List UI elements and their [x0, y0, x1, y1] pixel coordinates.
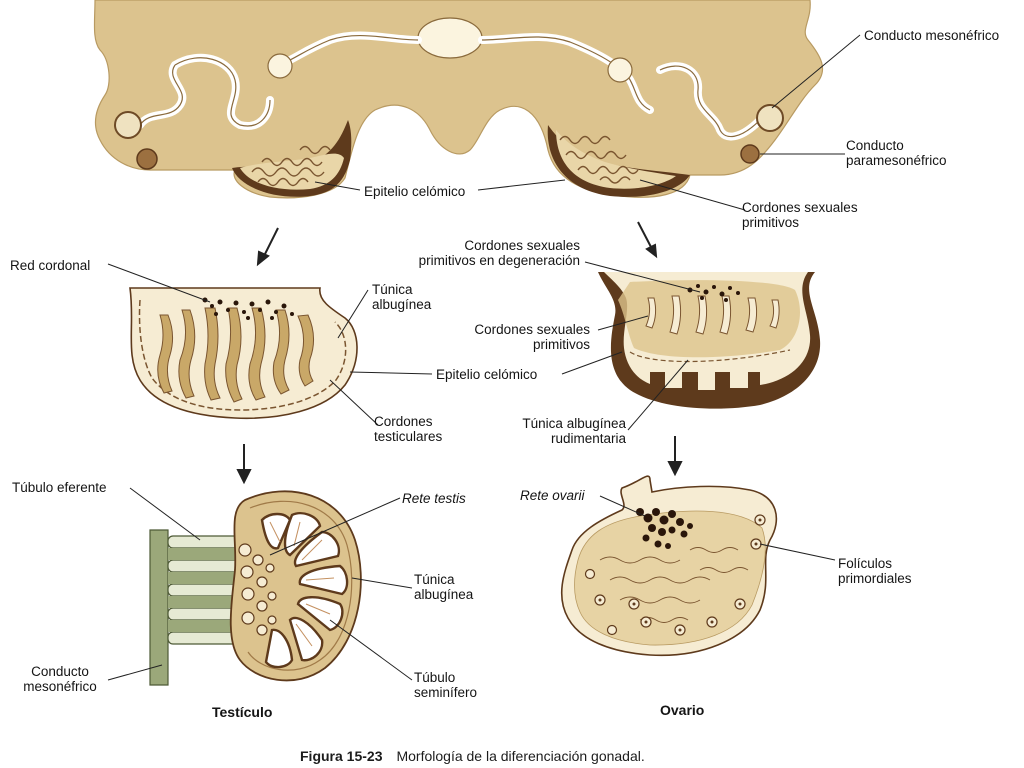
- label-red-cordonal: Red cordonal: [10, 258, 91, 273]
- right-ridge-inner: [556, 130, 676, 189]
- arrows-bottom: [236, 436, 683, 485]
- early-ovary: [561, 261, 821, 431]
- mesonephric-duct: [149, 529, 169, 686]
- label-tubulo-eferente: Túbulo eferente: [12, 480, 107, 495]
- mesonephric-duct-right: [756, 104, 784, 132]
- figure-caption: Figura 15-23 Morfología de la diferenciac…: [300, 748, 645, 764]
- label-tunica-rudimentaria-line2: rudimentaria: [550, 431, 626, 446]
- label-cordones-primitivos-top-line2: primitivos: [742, 215, 800, 230]
- degenerating-cords: [645, 295, 780, 335]
- title-ovario: Ovario: [660, 702, 705, 718]
- label-conducto-mesonefrico-top: Conducto mesonéfrico: [864, 28, 1000, 43]
- label-tunica-albuginea-bottom-line2: albugínea: [414, 587, 474, 602]
- rudimentary-albuginea: [629, 349, 791, 363]
- label-cordones-primitivos-top-line1: Cordones sexuales: [742, 200, 858, 215]
- ovary: [560, 475, 836, 657]
- label-rete-testis: Rete testis: [402, 491, 466, 506]
- tubule-inner-lumen: [269, 521, 335, 647]
- testis: [107, 487, 413, 686]
- early-testis-leaders: [107, 263, 433, 426]
- follicle-oocytes: [598, 518, 762, 632]
- efferent-tubules: [167, 535, 241, 645]
- label-foliculos-line1: Folículos: [838, 556, 893, 571]
- embryo-tissue: [93, 0, 824, 199]
- testis-leaders: [107, 487, 413, 681]
- early-ovary-leaders: [561, 261, 701, 431]
- degenerating-network: [687, 284, 740, 302]
- mesonephric-tubules-outline: [139, 34, 761, 138]
- figure-caption-text: Morfología de la diferenciación gonadal.: [396, 748, 645, 764]
- testis-inner-albuginea: [247, 500, 353, 671]
- figure-number: Figura 15-23: [300, 748, 383, 764]
- efferent-tubules-walls: [168, 548, 240, 632]
- label-rete-ovarii: Rete ovarii: [520, 488, 585, 503]
- red-cordonal-dots: [202, 297, 294, 320]
- label-cordones-degeneracion-line2: primitivos en degeneración: [418, 253, 580, 268]
- label-tunica-rudimentaria-line1: Túnica albugínea: [522, 416, 626, 431]
- ovary-leaders: [599, 495, 836, 561]
- ovary-stroma-fibers: [599, 547, 749, 623]
- label-conducto-mesonefrico-bottom-line1: Conducto: [31, 664, 89, 679]
- arrows-top: [256, 221, 658, 267]
- label-tunica-albuginea-bottom-line1: Túnica: [414, 572, 455, 587]
- label-cordones-testiculares-line2: testiculares: [374, 429, 443, 444]
- label-epitelio-celomico-top: Epitelio celómico: [364, 184, 466, 199]
- label-cordones-primitivos-mid-line2: primitivos: [532, 337, 590, 352]
- mesonephric-duct-left: [114, 111, 142, 139]
- right-sex-cords: [559, 135, 639, 184]
- rete-ovarii: [636, 508, 693, 549]
- glomerulus-right: [607, 57, 633, 83]
- label-conducto-mesonefrico-bottom-line2: mesonéfrico: [23, 679, 97, 694]
- gut-tube: [417, 17, 483, 59]
- label-tunica-albuginea-mid-line2: albugínea: [372, 297, 432, 312]
- rete-testis-network: [238, 543, 277, 636]
- paramesonephric-duct-left: [136, 148, 158, 170]
- indifferent-gonad-panel: [93, 0, 861, 211]
- label-foliculos-line2: primordiales: [838, 571, 912, 586]
- left-sex-cords: [251, 145, 331, 187]
- label-cordones-primitivos-mid-line1: Cordones sexuales: [474, 322, 590, 337]
- paramesonephric-duct-right: [740, 144, 760, 164]
- early-testis-albuginea: [138, 299, 347, 411]
- title-testiculo: Testículo: [212, 704, 273, 720]
- label-cordones-degeneracion-line1: Cordones sexuales: [464, 238, 580, 253]
- label-tubulo-seminifero-line1: Túbulo: [414, 670, 456, 685]
- label-cordones-testiculares-line1: Cordones: [374, 414, 433, 429]
- label-conducto-paramesonefrico-line1: Conducto: [846, 138, 904, 153]
- testicular-cords: [157, 307, 314, 403]
- top-leader-lines: [314, 34, 861, 211]
- label-conducto-paramesonefrico-line2: paramesonéfrico: [846, 153, 947, 168]
- label-tunica-albuginea-mid-line1: Túnica: [372, 282, 413, 297]
- glomerulus-left: [267, 53, 293, 79]
- label-epitelio-celomico-mid: Epitelio celómico: [436, 367, 538, 382]
- early-testis: [107, 263, 433, 426]
- label-tubulo-seminifero-line2: seminífero: [414, 685, 478, 700]
